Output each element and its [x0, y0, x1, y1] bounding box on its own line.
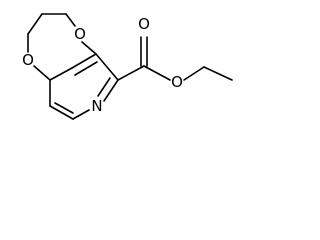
- bond-ring-to-carbonyl-carbon: [117, 65, 145, 81]
- chemical-structure-canvas: O O O O N: [0, 0, 254, 148]
- bond-c4a-c5-double-inner: [71, 53, 97, 69]
- bond-c7-n6: [72, 109, 90, 120]
- bond-ester-oxygen-to-ethyl: [183, 66, 205, 81]
- bond-c8a-c4a: [49, 67, 73, 81]
- ethyl-dihydrodioxinopyridine-carboxylate-structure: O O O O N: [22, 13, 233, 120]
- bond-c8-c7: [49, 105, 74, 120]
- bond-ethyl-chain: [203, 66, 233, 81]
- atom-label-o1: O: [74, 25, 86, 43]
- bond-n6-c5-double: [97, 77, 111, 97]
- atom-label-o2: O: [22, 51, 34, 69]
- bond-o-right-ring-carbon: [81, 41, 97, 55]
- bond-o-left-ring-carbon: [33, 65, 51, 81]
- bond-ch2-o-upper: [65, 13, 76, 27]
- atom-label-o3: O: [138, 15, 150, 33]
- bond-o-top-ch2-left: [27, 13, 43, 35]
- atom-label-o4: O: [171, 73, 183, 91]
- bond-carbonyl-to-ester-oxygen: [143, 65, 171, 81]
- bond-c5-c4a-right: [95, 53, 119, 81]
- bond-c8-c7-double: [54, 102, 74, 114]
- bond-n6-c5: [103, 79, 119, 102]
- bond-c4a-c5-double-outer: [74, 61, 98, 76]
- atom-label-n1: N: [91, 97, 102, 115]
